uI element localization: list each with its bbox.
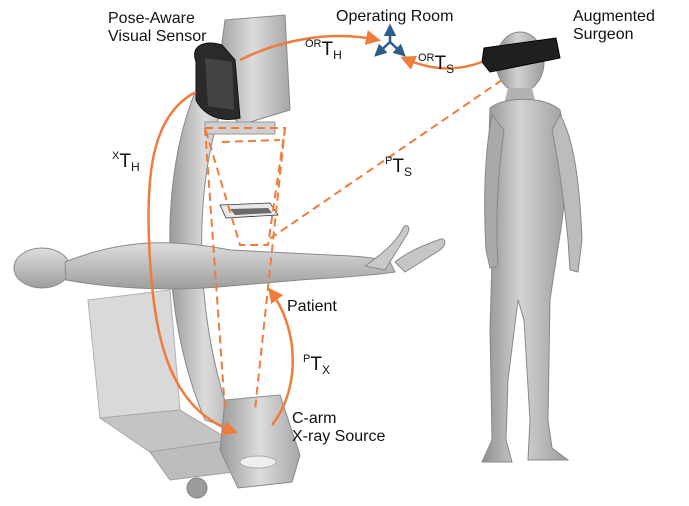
transform-or-ts-sup: OR xyxy=(418,52,435,64)
label-sensor-line1: Pose-Aware xyxy=(108,10,206,28)
label-operating-room-text: Operating Room xyxy=(336,8,453,26)
patient-body xyxy=(14,226,445,289)
transform-p-tx-base: T xyxy=(310,354,322,375)
label-operating-room: Operating Room xyxy=(336,8,453,26)
label-source-line1: C-arm xyxy=(292,410,385,428)
transform-p-tx-sub: X xyxy=(322,363,330,377)
label-surgeon-line2: Surgeon xyxy=(573,26,655,44)
surgeon-body xyxy=(482,32,582,462)
operating-room-frame-icon xyxy=(376,26,404,55)
label-surgeon-line1: Augmented xyxy=(573,8,655,26)
label-source: C-arm X-ray Source xyxy=(292,410,385,446)
label-patient-text: Patient xyxy=(287,298,337,316)
transform-x-th: XTH xyxy=(112,150,140,174)
label-patient: Patient xyxy=(287,298,337,316)
transform-x-th-base: T xyxy=(119,151,131,172)
transform-or-ts-base: T xyxy=(435,53,447,74)
transform-p-ts-base: T xyxy=(392,156,404,177)
transform-p-ts-sub: S xyxy=(404,165,412,179)
transform-or-th-sup: OR xyxy=(305,38,322,50)
transform-or-th-sub: H xyxy=(333,48,342,62)
transform-p-tx: PTX xyxy=(303,353,330,377)
label-sensor-line2: Visual Sensor xyxy=(108,28,206,46)
transform-or-th-base: T xyxy=(322,39,334,60)
label-source-line2: X-ray Source xyxy=(292,428,385,446)
transform-p-ts: PTS xyxy=(385,155,412,179)
label-surgeon: Augmented Surgeon xyxy=(573,8,655,44)
transform-or-th: ORTH xyxy=(305,38,342,62)
transform-or-ts: ORTS xyxy=(418,52,454,76)
label-sensor: Pose-Aware Visual Sensor xyxy=(108,10,206,46)
transform-or-ts-sub: S xyxy=(446,62,454,76)
transform-x-th-sub: H xyxy=(131,160,140,174)
